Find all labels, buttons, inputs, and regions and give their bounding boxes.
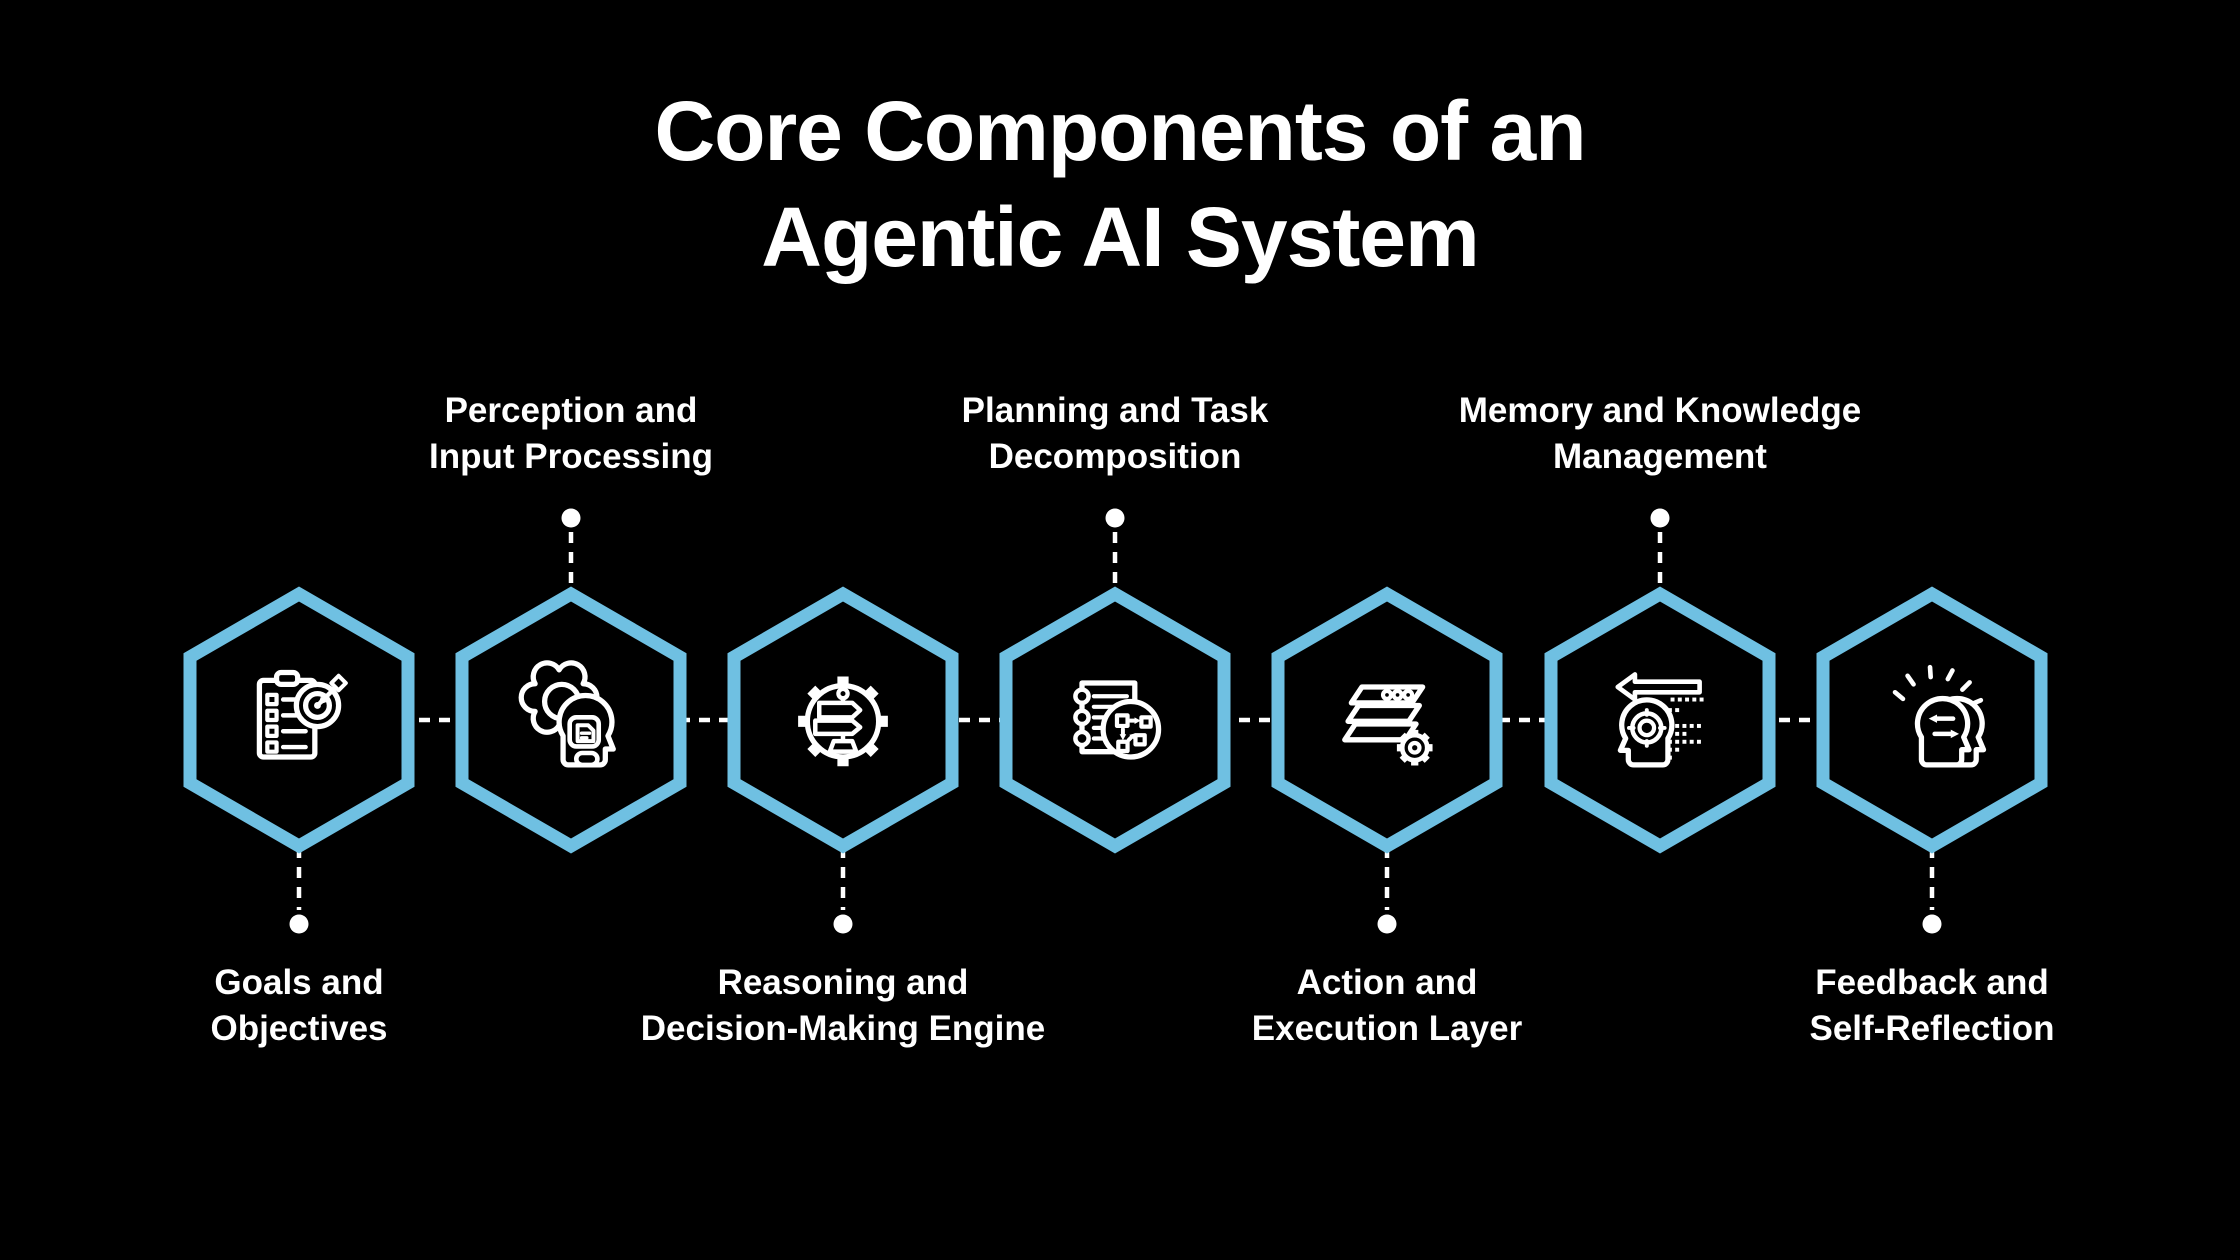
- component-label: Goals and Objectives: [210, 963, 388, 1048]
- component-label: Perception and Input Processing: [429, 391, 713, 476]
- component-planning-decomposition: Planning and Task Decomposition: [962, 0, 1268, 1260]
- notebook-workflow-icon: [1073, 680, 1162, 760]
- component-label: Memory and Knowledge Management: [1458, 391, 1862, 476]
- head-memory-arrow-icon: [1615, 672, 1704, 768]
- page-title-line2: Agentic AI System: [761, 190, 1479, 284]
- component-feedback-reflection: Feedback and Self-Reflection: [1809, 0, 2055, 1260]
- component-label: Planning and Task Decomposition: [961, 391, 1269, 476]
- gear-signpost-icon: [798, 676, 888, 767]
- clipboard-target-icon: [256, 669, 348, 760]
- server-layers-gear-icon: [1342, 684, 1433, 766]
- page-title-line1: Core Components of an: [654, 84, 1586, 178]
- head-input-processing-icon: [518, 660, 616, 768]
- component-reasoning-engine: Reasoning and Decision-Making Engine: [641, 0, 1045, 1260]
- component-perception-input: Perception and Input Processing: [429, 0, 713, 1260]
- connector-dots: [289, 508, 1942, 934]
- page-title: Core Components of an Agentic AI System: [0, 78, 2240, 290]
- component-memory-knowledge: Memory and Knowledge Management: [1459, 0, 1861, 1260]
- component-label: Reasoning and Decision-Making Engine: [640, 963, 1046, 1048]
- component-goals-objectives: Goals and Objectives: [181, 0, 417, 1260]
- dual-heads-feedback-icon: [1892, 664, 1987, 768]
- component-action-execution: Action and Execution Layer: [1252, 0, 1522, 1260]
- component-label: Action and Execution Layer: [1251, 963, 1523, 1048]
- component-label: Feedback and Self-Reflection: [1809, 963, 2055, 1048]
